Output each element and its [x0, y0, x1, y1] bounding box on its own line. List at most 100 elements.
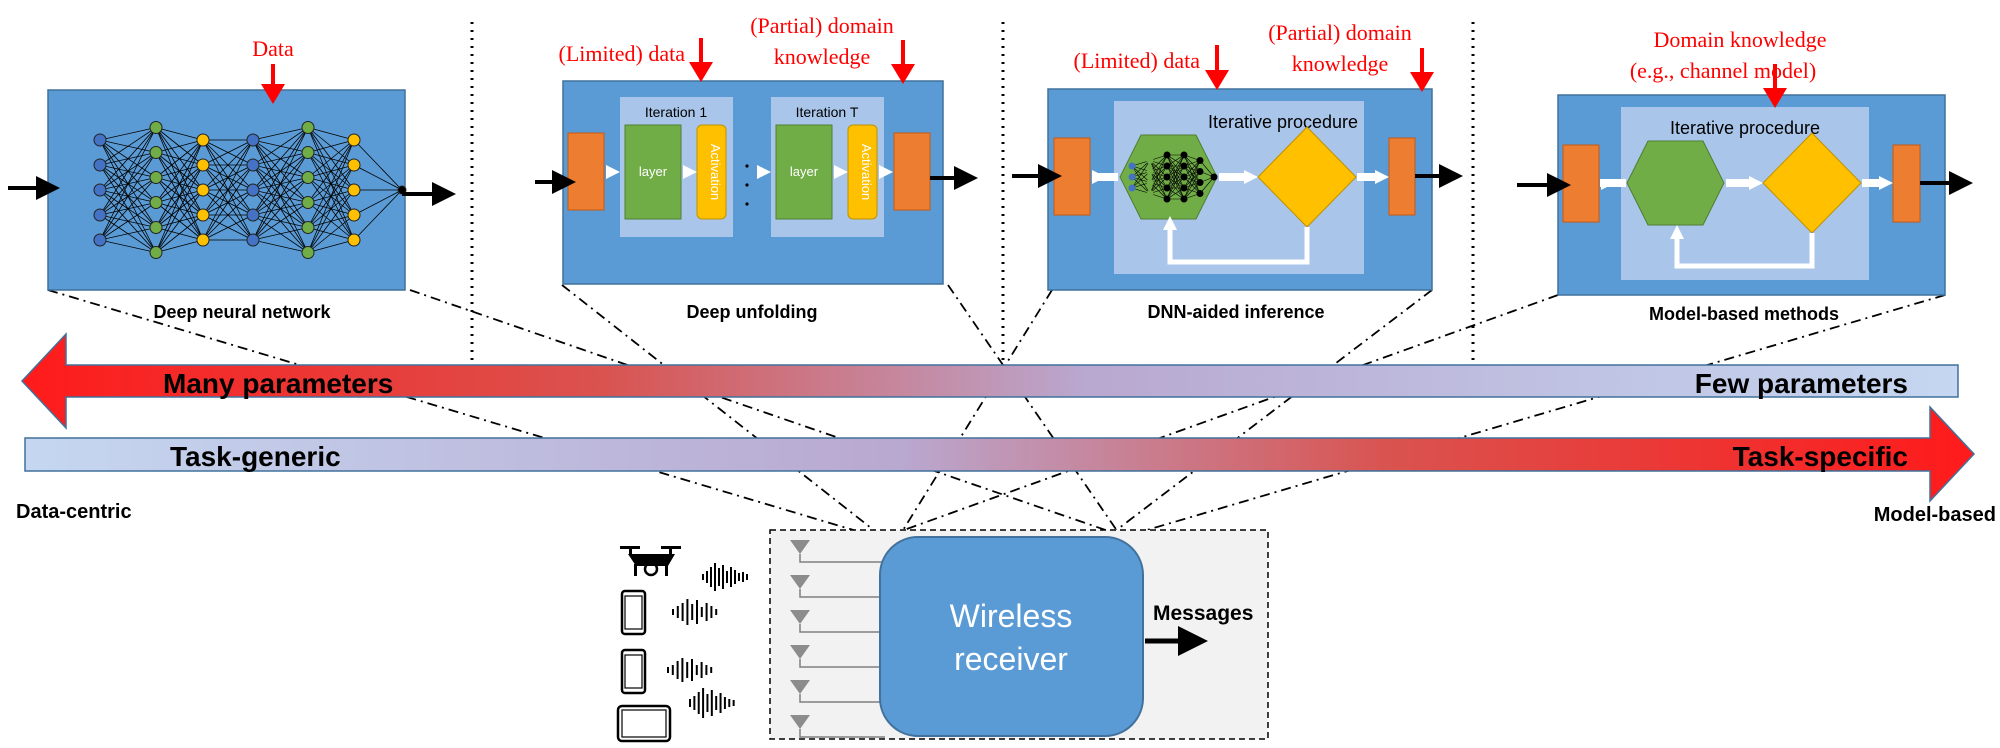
- nn-edge: [202, 139, 254, 216]
- nn-edge: [252, 127, 309, 166]
- nn-node: [246, 233, 260, 247]
- model-knowledge-label-1: Domain knowledge: [1654, 27, 1827, 52]
- mini-nn-node: [1146, 190, 1154, 197]
- mini-nn-edge: [1199, 176, 1215, 194]
- wireless-receiver-box: [879, 536, 1144, 737]
- unfold-input-block: [567, 132, 605, 211]
- model-panel: Iterative procedure Domain knowledge (e.…: [1517, 27, 1973, 324]
- model-knowledge-label-2: (e.g., channel model): [1630, 58, 1816, 83]
- aided-loop: [1167, 226, 1310, 265]
- nn-node: [149, 171, 163, 184]
- iteration-T-label: Iteration T: [796, 104, 859, 120]
- dnn-panel: Data Deep neural network: [8, 36, 456, 322]
- task-spectrum: Task-generic Task-specific: [24, 405, 1976, 503]
- mini-nn-edge: [1166, 154, 1185, 189]
- mini-nn-node: [1146, 168, 1154, 175]
- aided-output-block: [1388, 137, 1416, 216]
- unfold-output-block: [893, 132, 931, 211]
- nn-edge: [99, 227, 157, 241]
- drone-icon: [620, 546, 681, 577]
- mini-nn-edge: [1149, 154, 1168, 172]
- nn-node: [196, 208, 210, 222]
- neural-network-graph: [93, 121, 407, 259]
- mini-nn-edge: [1183, 160, 1201, 178]
- unfold-dots: [745, 164, 749, 206]
- nn-node: [93, 233, 107, 247]
- phone-icon-2: [620, 648, 647, 695]
- few-parameters-label: Few parameters: [1695, 368, 1908, 399]
- mini-nn-node: [1128, 162, 1136, 170]
- receiver-label-1: Wireless: [950, 598, 1073, 634]
- nn-edge: [252, 152, 309, 241]
- nn-edge: [252, 127, 309, 141]
- mini-nn-node: [1163, 184, 1171, 192]
- receiver-label-2: receiver: [954, 641, 1068, 677]
- mini-nn-edge: [1199, 160, 1215, 178]
- nn-node: [149, 196, 163, 209]
- mini-nn-edge: [1183, 160, 1201, 189]
- nn-node: [347, 158, 361, 172]
- antenna-feed-line: [799, 589, 885, 598]
- antenna-feed-line: [799, 729, 885, 738]
- nn-edge: [307, 139, 355, 228]
- nn-node: [347, 208, 361, 222]
- nn-edge: [252, 202, 309, 241]
- mini-nn-edge: [1149, 165, 1168, 194]
- model-based-label: Model-based: [1874, 504, 1996, 526]
- model-hexagon: [1626, 140, 1725, 226]
- antenna-feed-line: [799, 659, 885, 668]
- phone-icon-1: [620, 589, 647, 636]
- nn-edge: [353, 189, 403, 241]
- nn-edge: [307, 139, 355, 253]
- nn-node: [196, 183, 210, 197]
- task-specific-label: Task-specific: [1733, 441, 1908, 472]
- model-input-block: [1562, 144, 1600, 223]
- mini-nn-node: [1163, 162, 1171, 170]
- nn-edge: [202, 189, 254, 241]
- aided-white-arrows: [1092, 170, 1389, 230]
- nn-edge: [155, 127, 204, 141]
- nn-edge: [307, 139, 355, 203]
- nn-edge: [202, 139, 254, 166]
- nn-edge: [99, 239, 157, 253]
- nn-edge: [99, 127, 157, 191]
- nn-edge: [307, 214, 355, 253]
- projection-lines: [47, 284, 1946, 536]
- antenna-icon: [790, 715, 810, 729]
- mini-nn-edge: [1166, 165, 1185, 200]
- mini-nn-edge: [1131, 160, 1151, 189]
- aided-mini-network: [1128, 151, 1218, 203]
- unfold-white-arrows: [606, 165, 893, 179]
- nn-node: [149, 221, 163, 234]
- mini-nn-node: [1180, 151, 1188, 159]
- activation-T-label: Activation: [859, 144, 874, 200]
- nn-edge: [155, 239, 204, 253]
- nn-edge: [99, 127, 157, 241]
- mini-nn-node: [1180, 162, 1188, 170]
- aided-panel: Iterative procedure (Limited) data (Part…: [1012, 20, 1463, 322]
- model-output-block: [1892, 144, 1921, 223]
- nn-node: [347, 133, 361, 147]
- unfold-data-label: (Limited) data: [559, 41, 686, 66]
- nn-edge: [307, 164, 355, 253]
- unfold-caption: Deep unfolding: [687, 302, 818, 322]
- nn-edge: [202, 139, 254, 191]
- nn-edge: [252, 227, 309, 241]
- nn-edge: [155, 139, 204, 153]
- layer-1-label: layer: [639, 164, 668, 179]
- receiver-section: Wireless receiver Messages: [769, 529, 1269, 740]
- many-parameters-label: Many parameters: [163, 368, 393, 399]
- layer-T-label: layer: [790, 164, 819, 179]
- mini-nn-node: [1146, 157, 1154, 164]
- mini-nn-edge: [1166, 154, 1185, 200]
- nn-node: [246, 158, 260, 172]
- nn-edge: [252, 127, 309, 241]
- nn-edge: [155, 214, 204, 253]
- antenna-icon: [790, 610, 810, 624]
- mini-nn-node: [1210, 173, 1218, 181]
- nn-edge: [99, 202, 157, 241]
- aided-caption: DNN-aided inference: [1147, 302, 1324, 322]
- nn-edge: [353, 139, 403, 191]
- nn-edge: [99, 127, 157, 166]
